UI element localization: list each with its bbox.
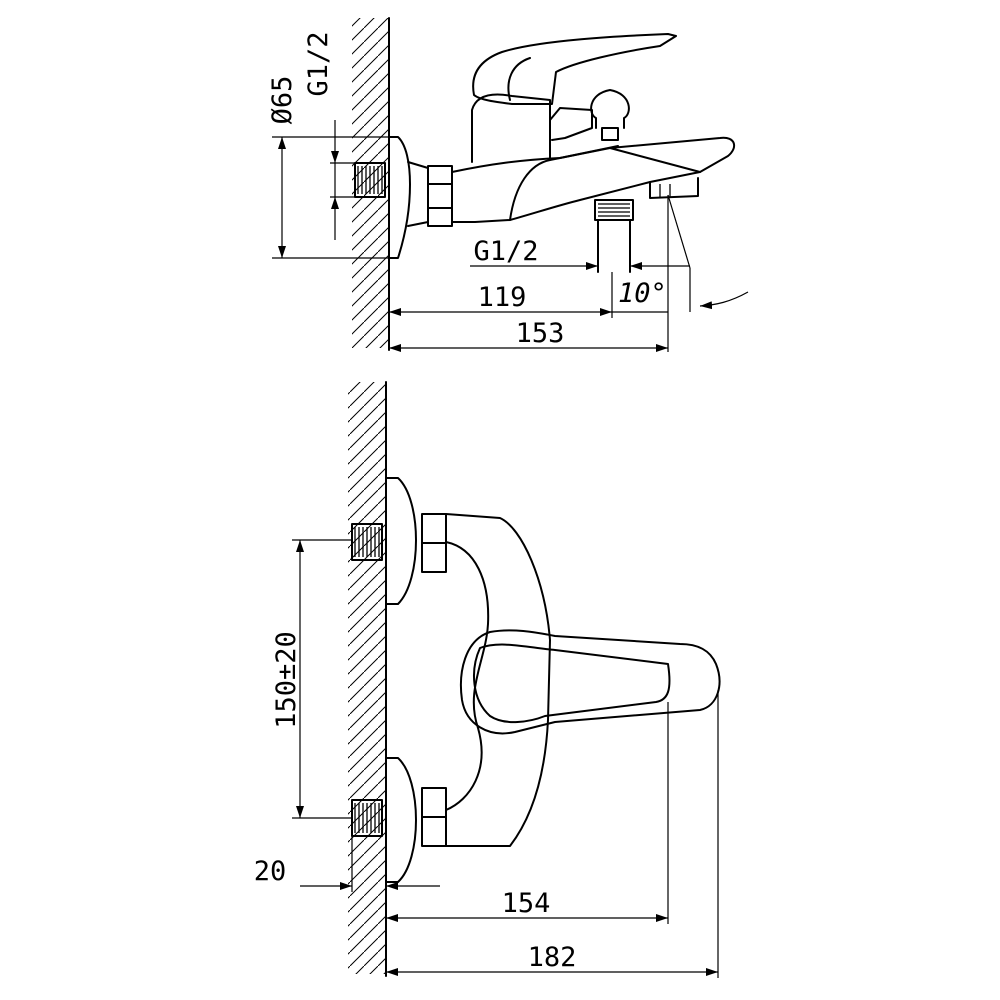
mixer-body-top [451, 136, 736, 223]
upper-escutcheon [385, 477, 417, 605]
dim-thread-outlet: G1/2 [473, 236, 538, 267]
lever-handle-top [472, 33, 677, 105]
top-view: Ø65 G1/2 G1/2 10° 119 153 [267, 17, 749, 352]
dim-length-outlet: 119 [478, 282, 527, 313]
outlet-thread [594, 199, 634, 273]
dim-thread-wall: G1/2 [303, 31, 334, 96]
spout-top [649, 177, 699, 199]
lower-thread [351, 799, 383, 837]
upper-thread [351, 523, 383, 561]
hex-nut-top [427, 165, 453, 227]
escutcheon-top [388, 136, 411, 259]
lever-handle-front [459, 629, 721, 735]
mixer-body-front [445, 513, 551, 847]
cartridge-housing [471, 93, 551, 163]
upper-nut [421, 513, 447, 573]
front-view: 150±20 20 154 182 [254, 381, 721, 978]
dim-angle: 10° [618, 278, 667, 309]
dim-wall-offset: 20 [254, 856, 287, 887]
wall-front [348, 381, 387, 977]
dim-center-distance: 150±20 [271, 631, 302, 729]
wall-thread-top [354, 162, 386, 198]
lower-nut [421, 787, 447, 847]
dim-length-total: 153 [516, 318, 565, 349]
dim-length-body: 154 [502, 888, 551, 919]
dim-diameter: Ø65 [267, 76, 298, 125]
lower-escutcheon [385, 757, 417, 883]
diverter-knob [590, 89, 630, 141]
dim-length-total-front: 182 [528, 942, 577, 973]
